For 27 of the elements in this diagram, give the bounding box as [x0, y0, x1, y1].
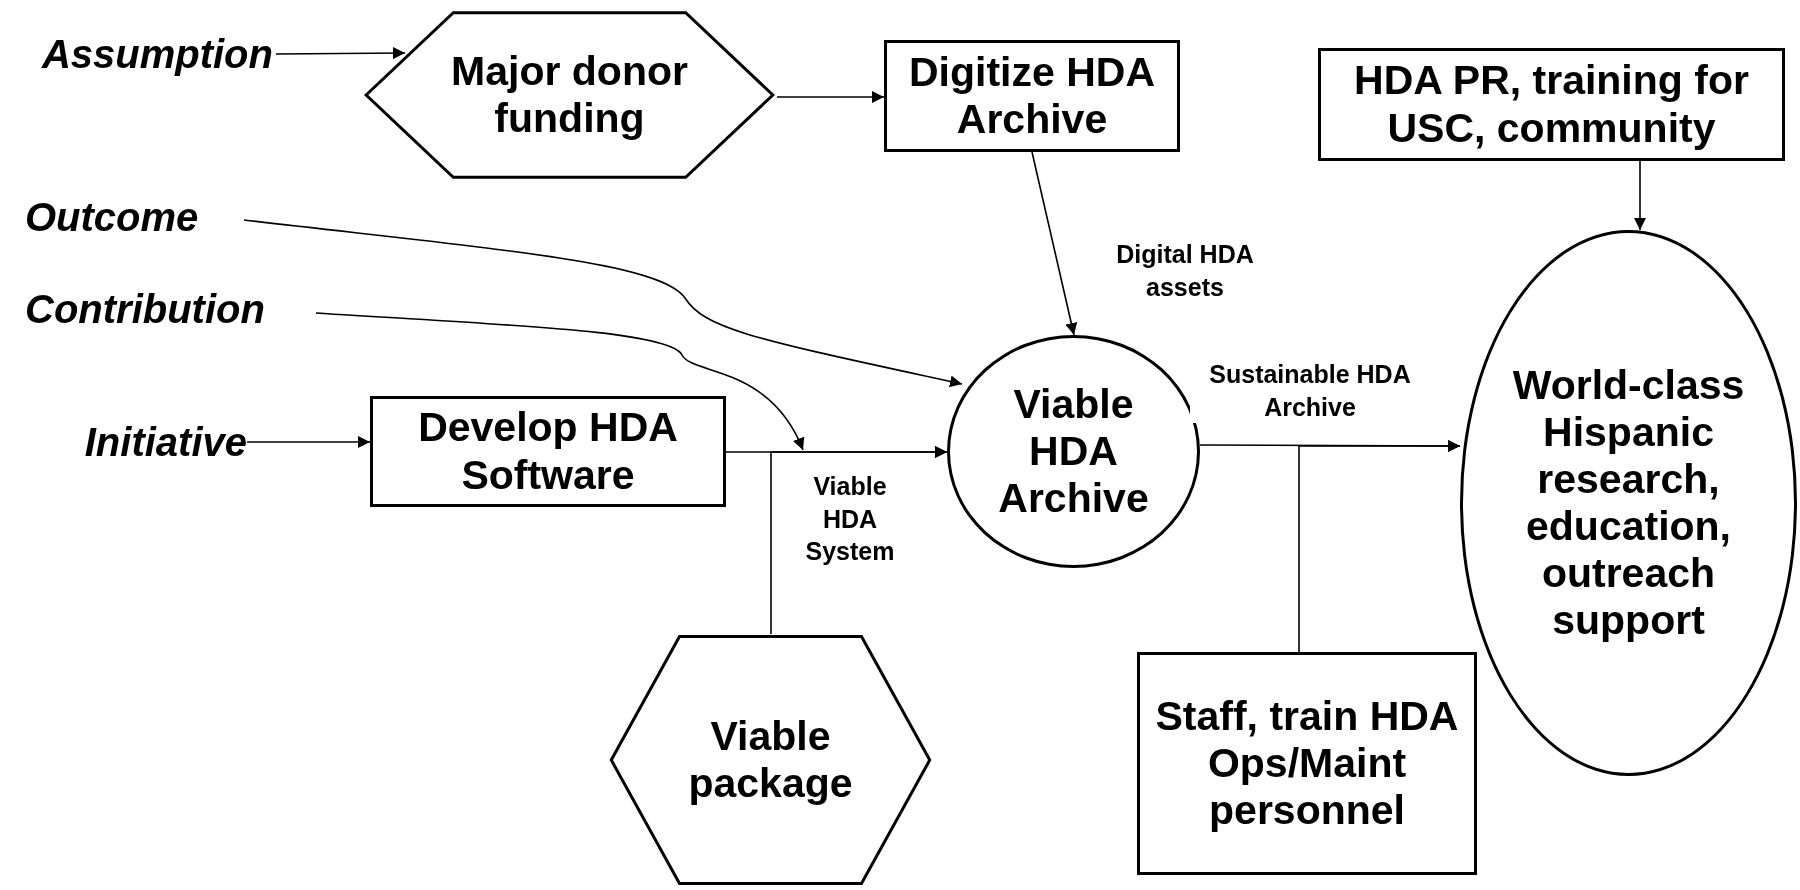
node-text: Viable HDA Archive: [997, 380, 1150, 523]
arrow: [243, 219, 963, 388]
node-text: Staff, train HDA Ops/Maint personnel: [1154, 692, 1460, 835]
arrow: [1298, 440, 1461, 653]
hexagon-node: [608, 634, 933, 886]
process-box: [370, 396, 726, 507]
arrow: [246, 436, 371, 448]
category-label: Outcome: [25, 193, 240, 241]
category-label: Contribution: [25, 285, 310, 333]
category-label: Initiative: [52, 418, 247, 466]
node-text: Viable package: [688, 712, 853, 808]
arrow: [776, 91, 885, 103]
process-box: [1318, 48, 1785, 161]
node-text: Major donor funding: [450, 47, 689, 143]
arrow: [275, 47, 406, 60]
arrow: [315, 312, 804, 451]
arrow: [770, 446, 948, 635]
category-label: Assumption: [8, 30, 273, 78]
node-text: World-class Hispanic research, education, outreach support: [1511, 361, 1746, 645]
hexagon-node: [362, 11, 777, 179]
node-text: HDA PR, training for USC, community: [1353, 57, 1750, 152]
process-box: [884, 40, 1180, 152]
node-text: Develop HDA Software: [417, 404, 679, 499]
arrow: [1634, 160, 1646, 231]
arrow: [1031, 151, 1078, 336]
node-text: Digitize HDA Archive: [908, 48, 1156, 144]
process-box: [1137, 652, 1477, 875]
